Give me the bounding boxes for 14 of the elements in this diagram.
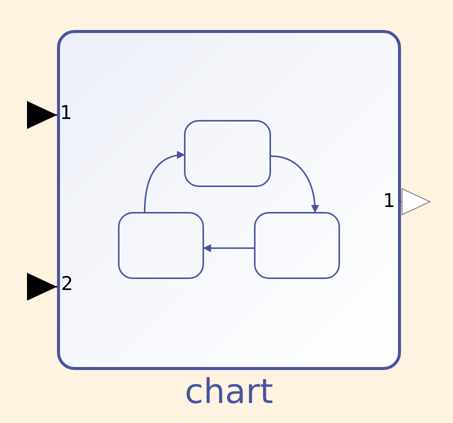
output-port-arrow — [401, 188, 430, 216]
state-box — [254, 212, 340, 279]
port-number: 1 — [383, 189, 396, 213]
state-box — [118, 212, 204, 279]
state-box — [184, 120, 271, 187]
port-number: 1 — [60, 101, 72, 125]
block-name: chart — [184, 372, 274, 412]
chart-block — [57, 30, 401, 370]
arrow — [203, 244, 254, 252]
input-port-arrow — [27, 101, 57, 129]
input-port-arrow — [27, 272, 57, 301]
port-number: 2 — [61, 272, 74, 296]
arrow — [144, 151, 185, 212]
arrow — [270, 155, 319, 213]
